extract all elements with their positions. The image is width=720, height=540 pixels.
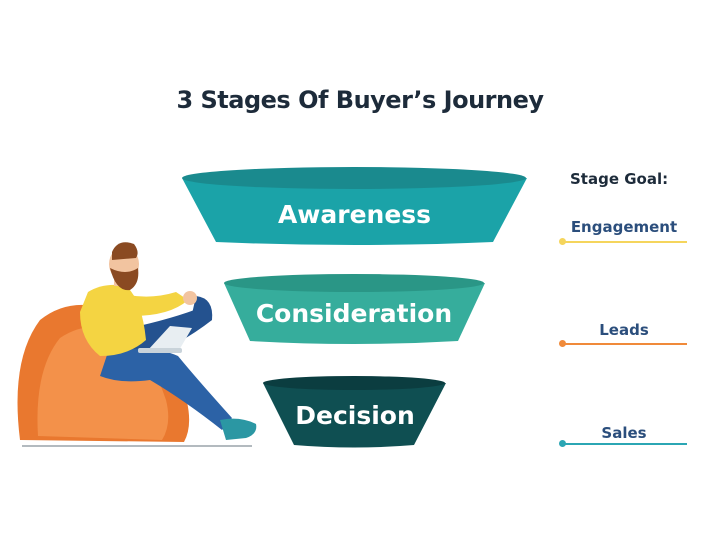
goal-line-leads bbox=[563, 343, 687, 345]
stage-label-consideration: Consideration bbox=[255, 299, 453, 328]
stage-label-awareness: Awareness bbox=[277, 200, 432, 229]
person-illustration bbox=[17, 242, 257, 447]
stage-goal-heading: Stage Goal: bbox=[570, 170, 669, 188]
goal-marker-sales bbox=[559, 440, 566, 447]
funnel-stage-awareness bbox=[182, 167, 527, 245]
goal-label-sales: Sales bbox=[601, 424, 647, 442]
goal-label-leads: Leads bbox=[599, 321, 649, 339]
stage-label-decision: Decision bbox=[295, 401, 415, 430]
goal-marker-engagement bbox=[559, 238, 566, 245]
goal-line-engagement bbox=[563, 241, 687, 243]
page-title: 3 Stages Of Buyer’s Journey bbox=[176, 86, 544, 114]
funnel-stage-consideration bbox=[224, 274, 485, 344]
goal-label-engagement: Engagement bbox=[570, 218, 678, 236]
funnel-stage-decision bbox=[263, 376, 446, 448]
goal-line-sales bbox=[563, 443, 687, 445]
goal-marker-leads bbox=[559, 340, 566, 347]
